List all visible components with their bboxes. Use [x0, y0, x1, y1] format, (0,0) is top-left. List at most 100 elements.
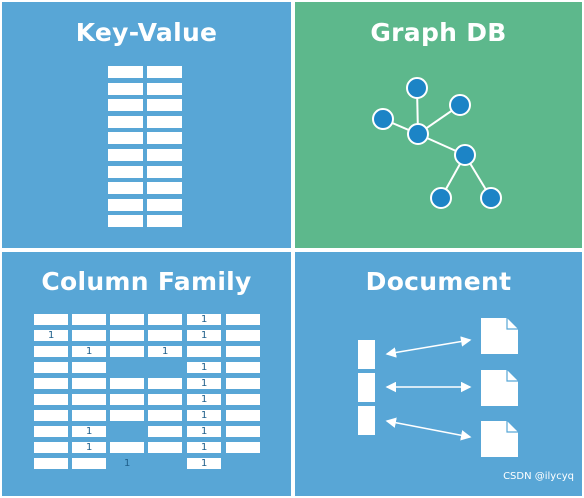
graph-node — [407, 123, 429, 145]
cf-cell — [226, 330, 260, 341]
cf-cell — [34, 362, 68, 373]
cf-cell — [72, 426, 106, 437]
cf-cell — [148, 378, 182, 389]
document-diagram — [358, 318, 518, 457]
cf-cell — [148, 426, 182, 437]
cf-cell — [110, 394, 144, 405]
kv-cell — [147, 99, 182, 112]
cf-cell — [34, 394, 68, 405]
cf-cell — [34, 426, 68, 437]
cf-cell — [34, 314, 68, 325]
kv-cell — [108, 198, 143, 211]
cf-cell — [72, 378, 106, 389]
graph-db-title: Graph DB — [370, 18, 507, 47]
cf-value: 1 — [124, 458, 131, 469]
cf-cell — [110, 410, 144, 421]
cf-cell — [34, 346, 68, 357]
cf-cell — [72, 346, 106, 357]
cf-cell — [72, 330, 106, 341]
cf-cell — [148, 410, 182, 421]
kv-cell — [108, 115, 143, 128]
cf-cell — [226, 378, 260, 389]
cf-cell — [226, 410, 260, 421]
kv-cell — [108, 99, 143, 112]
cf-value: 1 — [201, 362, 208, 373]
cf-cell — [72, 410, 106, 421]
document-file-icon — [481, 421, 518, 457]
graph-node — [430, 187, 452, 209]
document-file-icon — [481, 370, 518, 406]
kv-cell — [147, 215, 182, 228]
kv-cell — [108, 182, 143, 195]
cf-cell — [34, 330, 68, 341]
graph-node — [372, 108, 394, 130]
cf-cell — [187, 330, 221, 341]
kv-cell — [108, 132, 143, 145]
cf-cell — [148, 330, 182, 341]
graph-diagram — [372, 77, 502, 209]
cf-value: 1 — [86, 346, 93, 357]
cf-value: 1 — [162, 346, 169, 357]
kv-cell — [108, 82, 143, 95]
cf-cell — [110, 442, 144, 453]
cf-cell — [187, 426, 221, 437]
document-panel: Document CSDN @ilycyq — [295, 252, 582, 496]
kv-cell — [147, 66, 182, 78]
cf-cell — [110, 346, 144, 357]
kv-cell — [147, 198, 182, 211]
kv-cell — [147, 165, 182, 178]
key-block — [358, 406, 375, 435]
graph-node — [406, 77, 428, 99]
cf-value: 1 — [201, 410, 208, 421]
kv-cell — [108, 165, 143, 178]
kv-cell — [147, 182, 182, 195]
document-title: Document — [365, 267, 512, 296]
graph-node — [449, 94, 471, 116]
cf-cell — [148, 394, 182, 405]
cf-value: 1 — [201, 378, 208, 389]
key-value-panel: Key-Value — [2, 2, 291, 248]
cf-cell — [187, 442, 221, 453]
cf-value: 1 — [201, 314, 208, 325]
cf-cell — [34, 442, 68, 453]
cf-cell — [226, 426, 260, 437]
cf-cell — [72, 442, 106, 453]
cf-value: 1 — [86, 442, 93, 453]
cf-cell — [148, 442, 182, 453]
cf-cell — [34, 378, 68, 389]
cf-cell — [187, 410, 221, 421]
cf-cell — [110, 378, 144, 389]
kv-cell — [147, 149, 182, 161]
cf-value: 1 — [86, 426, 93, 437]
kv-cell — [147, 132, 182, 145]
cf-cell — [148, 314, 182, 325]
key-block — [358, 340, 375, 369]
cf-cell — [110, 330, 144, 341]
cf-cell — [226, 442, 260, 453]
column-family-title: Column Family — [41, 267, 252, 296]
cf-cell — [72, 394, 106, 405]
link-arrow — [385, 417, 472, 441]
cf-cell — [148, 346, 182, 357]
cf-cell — [34, 410, 68, 421]
cf-cell — [226, 314, 260, 325]
cf-cell — [72, 362, 106, 373]
cf-value: 1 — [201, 426, 208, 437]
kv-cell — [108, 149, 143, 161]
cf-cell — [187, 346, 221, 357]
cf-cell — [187, 362, 221, 373]
cf-cell — [110, 314, 144, 325]
key-block — [358, 373, 375, 402]
cf-cell — [72, 314, 106, 325]
graph-node — [480, 187, 502, 209]
cf-cell — [187, 394, 221, 405]
link-arrow — [385, 336, 472, 358]
graph-node — [454, 144, 476, 166]
kv-cell — [147, 82, 182, 95]
graph-db-panel: Graph DB — [295, 2, 582, 248]
cf-value: 1 — [201, 394, 208, 405]
cf-cell — [72, 458, 106, 469]
cf-value: 1 — [201, 442, 208, 453]
cf-cell — [187, 458, 221, 469]
